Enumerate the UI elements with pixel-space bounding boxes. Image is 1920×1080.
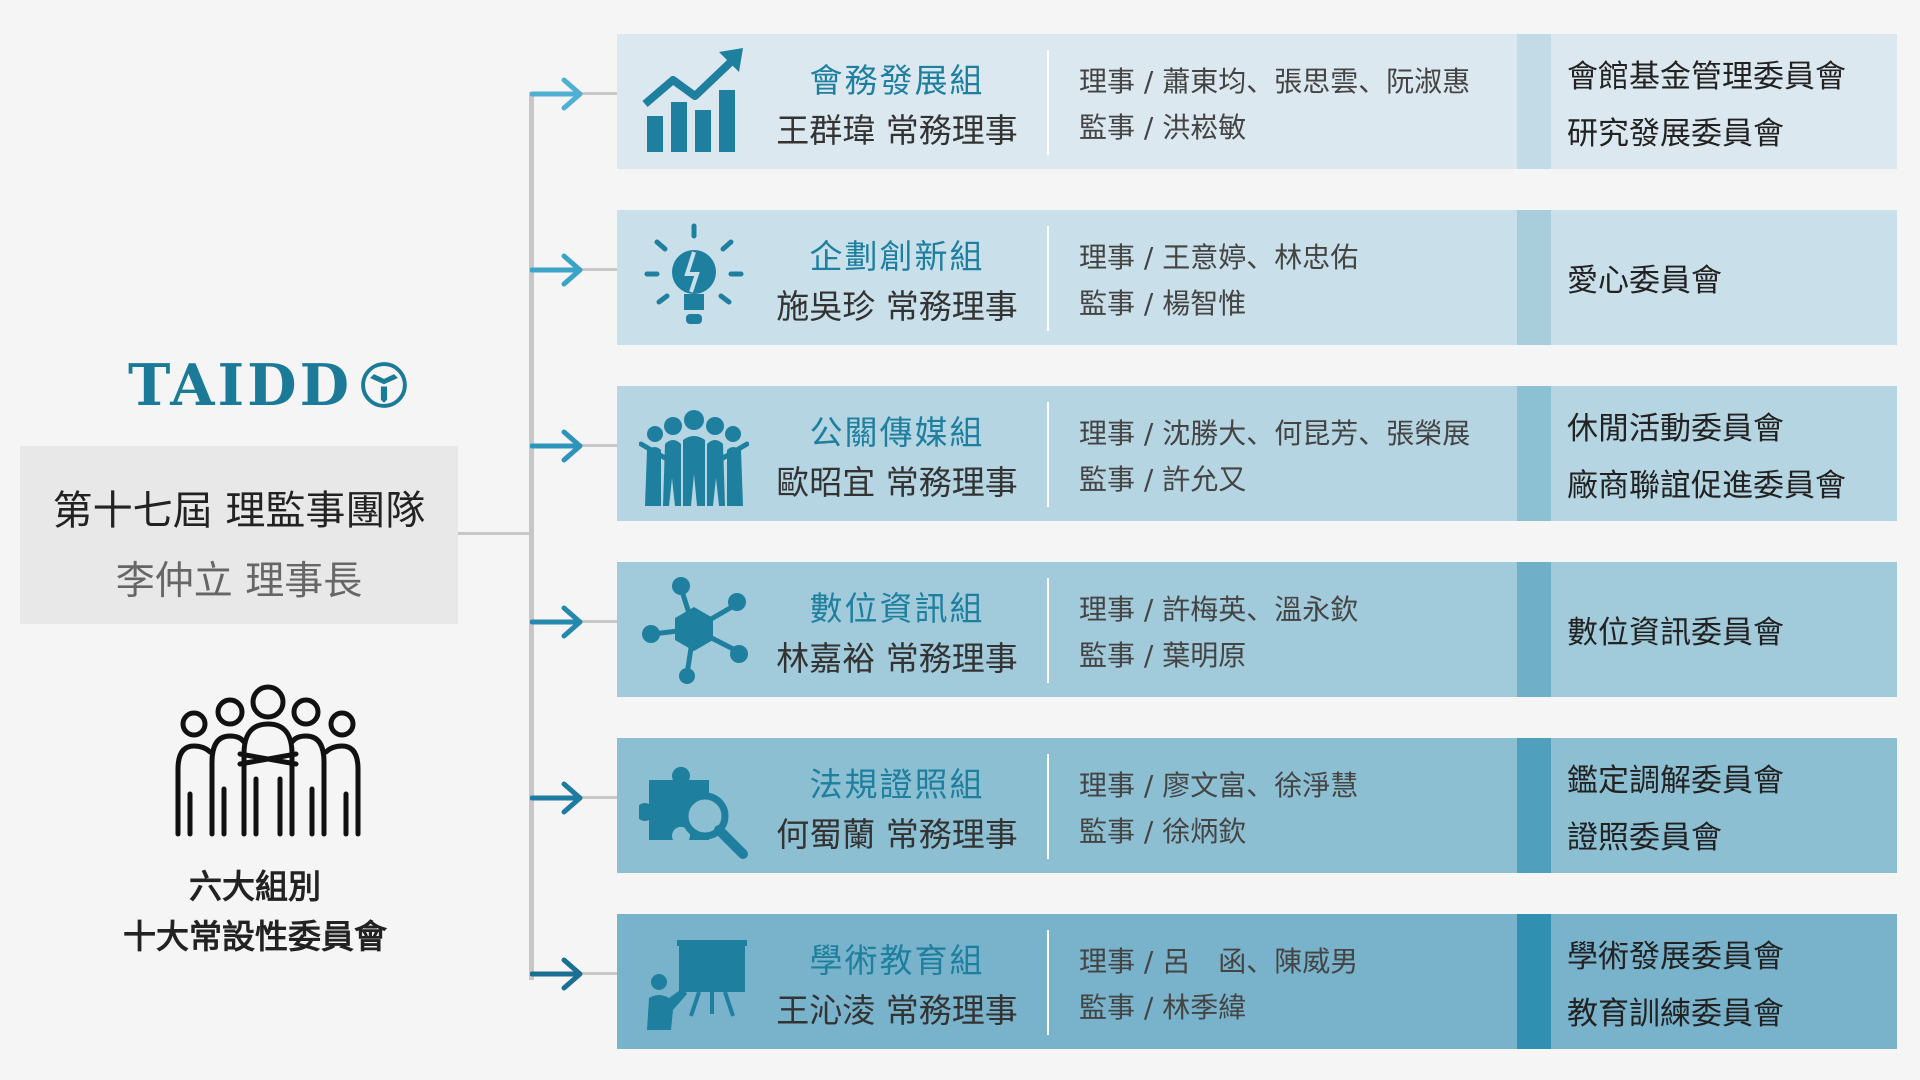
groups-caption-line2: 十大常設性委員會 [123, 917, 387, 956]
team-title: 第十七屆 理監事團隊 [52, 488, 426, 534]
committee-item: 教育訓練委員會 [1567, 995, 1784, 1032]
group-row: 企劃創新組 施吳珍 常務理事 理事 / 王意婷、林忠佑 監事 / 楊智惟 愛心委… [617, 210, 1897, 345]
committee-item: 鑑定調解委員會 [1567, 762, 1784, 799]
row-divider-bar [1517, 738, 1551, 873]
group-director: 歐昭宜 常務理事 [776, 463, 1018, 502]
group-director: 王沁淩 常務理事 [776, 991, 1018, 1030]
group-directors-list: 理事 / 沈勝大、何昆芳、張榮展 [1079, 417, 1471, 450]
committee-item: 證照委員會 [1567, 819, 1722, 856]
group-name: 會務發展組 [809, 61, 985, 100]
logo-mark-icon [361, 362, 407, 408]
group-supervisors-list: 監事 / 葉明原 [1079, 639, 1247, 672]
divider [1047, 930, 1049, 1035]
arrow-right-icon [530, 429, 583, 463]
committee-item: 休閒活動委員會 [1567, 410, 1784, 447]
divider [1047, 402, 1049, 507]
group-name: 企劃創新組 [809, 237, 985, 276]
presentation-icon [647, 940, 747, 1030]
row-divider-bar [1517, 562, 1551, 697]
group-director: 何蜀蘭 常務理事 [776, 815, 1018, 854]
group-row: 學術教育組 王沁淩 常務理事 理事 / 呂 函、陳威男 監事 / 林季緯 學術發… [617, 914, 1897, 1049]
group-card: 企劃創新組 施吳珍 常務理事 理事 / 王意婷、林忠佑 監事 / 楊智惟 [617, 210, 1517, 345]
committee-list: 鑑定調解委員會證照委員會 [1551, 738, 1897, 873]
group-row: 會務發展組 王群瑋 常務理事 理事 / 蕭東均、張思雲、阮淑惠 監事 / 洪崧敏… [617, 34, 1897, 169]
row-divider-bar [1517, 914, 1551, 1049]
divider [1047, 754, 1049, 859]
committee-list: 學術發展委員會教育訓練委員會 [1551, 914, 1897, 1049]
groups-caption: 六大組別 十大常設性委員會 [80, 862, 430, 962]
group-card: 會務發展組 王群瑋 常務理事 理事 / 蕭東均、張思雲、阮淑惠 監事 / 洪崧敏 [617, 34, 1517, 169]
committee-item: 愛心委員會 [1567, 263, 1722, 299]
committee-list: 會館基金管理委員會研究發展委員會 [1551, 34, 1897, 169]
committee-list: 數位資訊委員會 [1551, 562, 1897, 697]
group-card: 公關傳媒組 歐昭宜 常務理事 理事 / 沈勝大、何昆芳、張榮展 監事 / 許允又 [617, 386, 1517, 521]
arrow-right-icon [530, 253, 583, 287]
committee-item: 學術發展委員會 [1567, 938, 1784, 975]
lightbulb-icon [644, 223, 744, 324]
groups-caption-line1: 六大組別 [189, 867, 321, 906]
committee-item: 研究發展委員會 [1567, 115, 1784, 152]
group-name: 學術教育組 [809, 941, 985, 980]
team-leader: 李仲立 理事長 [115, 559, 363, 604]
connector-horizontal [458, 532, 532, 535]
arrow-right-icon [530, 77, 583, 111]
committee-item: 會館基金管理委員會 [1567, 58, 1846, 95]
divider [1047, 226, 1049, 331]
committee-item: 廠商聯誼促進委員會 [1567, 467, 1846, 504]
committee-list: 休閒活動委員會廠商聯誼促進委員會 [1551, 386, 1897, 521]
group-director: 林嘉裕 常務理事 [776, 639, 1018, 678]
committee-item: 數位資訊委員會 [1567, 615, 1784, 651]
group-row: 數位資訊組 林嘉裕 常務理事 理事 / 許梅英、溫永欽 監事 / 葉明原 數位資… [617, 562, 1897, 697]
growth-chart-icon [642, 48, 743, 152]
network-icon [642, 577, 748, 684]
group-supervisors-list: 監事 / 林季緯 [1079, 991, 1247, 1024]
group-name: 公關傳媒組 [809, 413, 985, 452]
group-name: 法規證照組 [809, 765, 985, 804]
committee-list: 愛心委員會 [1551, 210, 1897, 345]
row-divider-bar [1517, 210, 1551, 345]
group-supervisors-list: 監事 / 楊智惟 [1079, 287, 1247, 320]
group-directors-list: 理事 / 王意婷、林忠佑 [1079, 241, 1359, 274]
puzzle-search-icon [639, 766, 748, 859]
divider [1047, 50, 1049, 155]
group-row: 法規證照組 何蜀蘭 常務理事 理事 / 廖文富、徐淨慧 監事 / 徐炳欽 鑑定調… [617, 738, 1897, 873]
group-supervisors-list: 監事 / 洪崧敏 [1079, 111, 1247, 144]
taidd-logo: TAIDD [128, 350, 408, 420]
people-group-icon [175, 684, 361, 837]
group-card: 數位資訊組 林嘉裕 常務理事 理事 / 許梅英、溫永欽 監事 / 葉明原 [617, 562, 1517, 697]
arrow-right-icon [530, 781, 583, 815]
divider [1047, 578, 1049, 683]
group-directors-list: 理事 / 廖文富、徐淨慧 [1079, 769, 1359, 802]
group-director: 施吳珍 常務理事 [776, 287, 1018, 326]
connector-trunk [529, 92, 534, 980]
arrow-right-icon [530, 957, 583, 991]
group-director: 王群瑋 常務理事 [776, 111, 1018, 150]
row-divider-bar [1517, 34, 1551, 169]
group-supervisors-list: 監事 / 許允又 [1079, 463, 1247, 496]
group-card: 法規證照組 何蜀蘭 常務理事 理事 / 廖文富、徐淨慧 監事 / 徐炳欽 [617, 738, 1517, 873]
group-directors-list: 理事 / 蕭東均、張思雲、阮淑惠 [1079, 65, 1471, 98]
group-supervisors-list: 監事 / 徐炳欽 [1079, 815, 1247, 848]
group-directors-list: 理事 / 許梅英、溫永欽 [1079, 593, 1359, 626]
group-row: 公關傳媒組 歐昭宜 常務理事 理事 / 沈勝大、何昆芳、張榮展 監事 / 許允又… [617, 386, 1897, 521]
row-divider-bar [1517, 386, 1551, 521]
group-card: 學術教育組 王沁淩 常務理事 理事 / 呂 函、陳威男 監事 / 林季緯 [617, 914, 1517, 1049]
logo-text: TAIDD [128, 351, 353, 419]
group-name: 數位資訊組 [809, 589, 985, 628]
group-directors-list: 理事 / 呂 函、陳威男 [1079, 945, 1359, 978]
team-people-icon [639, 410, 749, 506]
arrow-right-icon [530, 605, 583, 639]
team-box: 第十七屆 理監事團隊 李仲立 理事長 [20, 446, 458, 624]
